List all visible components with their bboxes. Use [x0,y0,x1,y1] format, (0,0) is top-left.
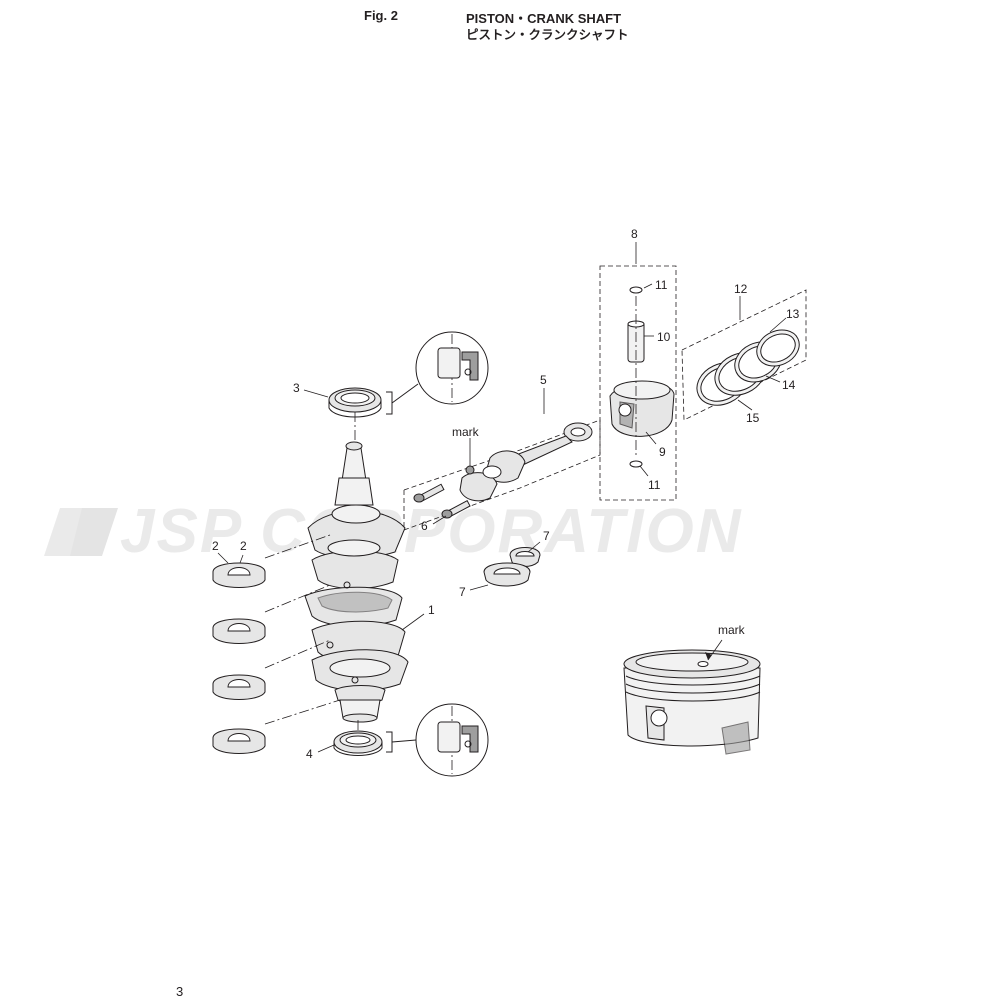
piston-detail-view [623,639,761,755]
callout-labels: 1 2 2 3 4 5 6 7 7 8 9 10 11 11 12 13 14 … [212,227,800,761]
figure-label: Fig. 2 [364,8,398,23]
bearing-shell [212,728,266,754]
callout-11a: 11 [655,278,668,292]
callout-4: 4 [306,747,313,761]
callout-7b: 7 [459,585,466,599]
callout-8: 8 [631,227,638,241]
page-number: 3 [176,984,184,999]
seal-detail-inset-rear [386,703,489,777]
callout-6: 6 [421,519,428,533]
bearing-shell [212,618,266,644]
callout-5: 5 [540,373,547,387]
leader-lines [217,242,787,753]
conrod-bearings [483,547,541,587]
mark-label-piston: mark [718,623,746,637]
callout-12: 12 [734,282,748,296]
seal-detail-inset-front [386,331,489,415]
callout-2b: 2 [240,539,247,553]
callout-9: 9 [659,445,666,459]
piston-ring-set [681,289,807,421]
connecting-rod-assembly [403,419,601,531]
crankshaft [304,441,409,723]
bearing-shell [212,674,266,700]
callout-11b: 11 [648,478,661,492]
callout-15: 15 [746,411,760,425]
callout-1: 1 [428,603,435,617]
callout-10: 10 [657,330,671,344]
callout-7a: 7 [543,529,550,543]
jsp-logo-mark [44,508,118,556]
watermark: JSP CORPORATION [44,497,743,566]
title-english: PISTON・CRANK SHAFT [466,11,622,26]
callout-13: 13 [786,307,800,321]
piston-group [599,265,677,501]
callout-2a: 2 [212,539,219,553]
conrod-bolts [413,483,471,519]
title-japanese: ピストン・クランクシャフト [466,27,629,42]
callout-3: 3 [293,381,300,395]
main-bearings [212,534,341,754]
mark-label-conrod: mark [452,425,480,439]
callout-14: 14 [782,378,796,392]
bearing-shell [212,562,266,588]
watermark-text: JSP CORPORATION [120,497,743,566]
oil-seal-front [328,387,382,440]
oil-seal-rear [333,720,383,756]
